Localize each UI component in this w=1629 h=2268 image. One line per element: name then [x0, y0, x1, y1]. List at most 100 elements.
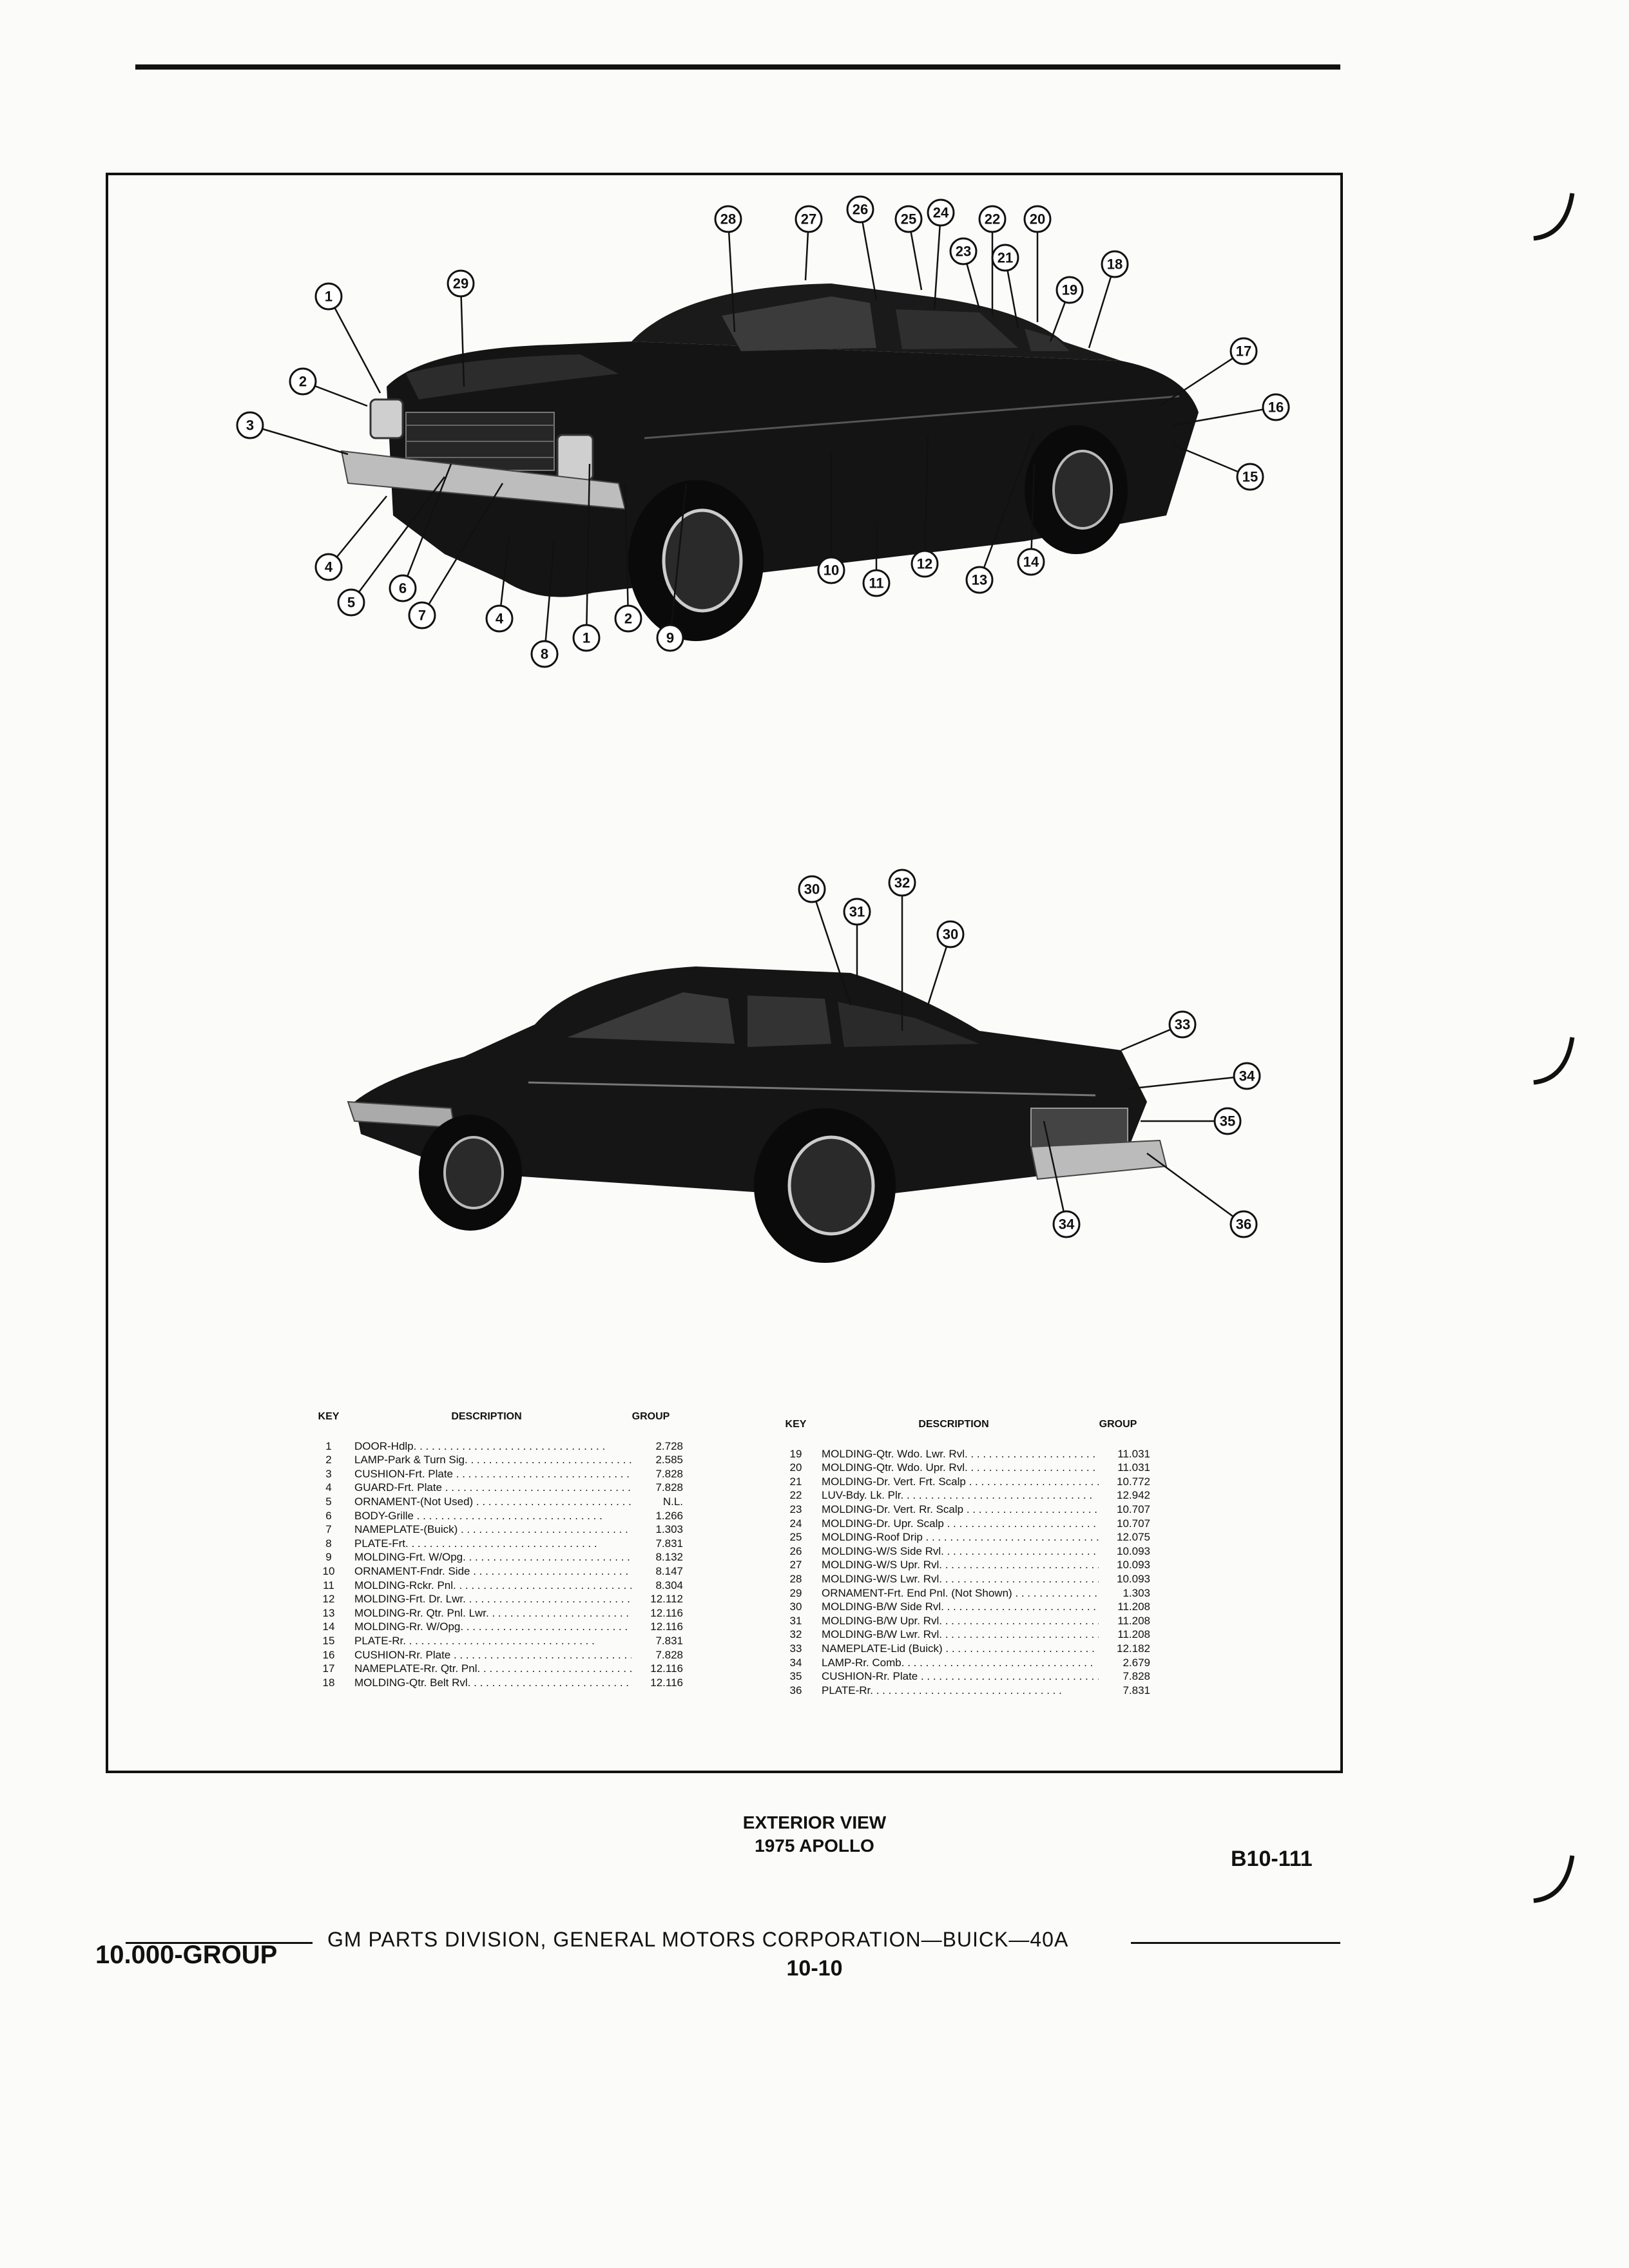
callout-badge: 11	[862, 569, 891, 597]
description-text: MOLDING-Qtr. Wdo. Upr. Rvl.	[822, 1461, 1099, 1474]
part-description: NAMEPLATE-(Buick)	[348, 1523, 631, 1537]
description-text: MOLDING-B/W Upr. Rvl.	[822, 1615, 1099, 1627]
part-key: 18	[322, 1676, 335, 1689]
callout-circle	[1168, 1010, 1197, 1039]
callout-badge: 29	[447, 269, 475, 298]
callout-number: 33	[1175, 1017, 1190, 1033]
description-text: MOLDING-Roof Drip	[822, 1531, 1099, 1543]
part-description: MOLDING-Frt. W/Opg.	[348, 1550, 631, 1564]
part-description: CUSHION-Rr. Plate	[815, 1669, 1099, 1684]
part-group: 8.132	[655, 1551, 683, 1564]
description-text: CUSHION-Frt. Plate	[354, 1468, 631, 1480]
part-group: 11.031	[1117, 1447, 1150, 1460]
description-text: LUV-Bdy. Lk. Plr.	[822, 1489, 1092, 1501]
part-description: MOLDING-Dr. Vert. Rr. Scalp	[815, 1503, 1099, 1517]
callout-circle	[236, 411, 264, 439]
callout-badge: 28	[714, 205, 742, 233]
callout-number: 18	[1107, 256, 1123, 273]
part-description: DOOR-Hdlp.	[348, 1439, 631, 1454]
part-group: 10.707	[1117, 1517, 1150, 1530]
callout-leader-line	[669, 483, 688, 639]
part-group: 10.093	[1117, 1544, 1150, 1557]
footer-corporation: GM PARTS DIVISION, GENERAL MOTORS CORPOR…	[327, 1928, 1069, 1951]
part-key: 13	[322, 1606, 335, 1619]
callout-circle	[1055, 276, 1084, 304]
description-text: MOLDING-Dr. Upr. Scalp	[822, 1517, 1099, 1530]
callout-circle	[1233, 1062, 1261, 1090]
part-key: 19	[789, 1447, 802, 1460]
car-front-body	[340, 284, 1199, 641]
part-key: 8	[325, 1537, 332, 1550]
callout-circle	[1101, 250, 1129, 278]
part-group: N.L.	[662, 1495, 683, 1508]
callout-badge: 10	[817, 556, 845, 584]
part-key: 12	[322, 1593, 335, 1606]
part-description: PLATE-Rr.	[815, 1684, 1099, 1698]
part-group: 10.707	[1117, 1503, 1150, 1515]
callout-badge: 9	[656, 624, 684, 652]
part-description: CUSHION-Rr. Plate	[348, 1648, 631, 1662]
description-text: NAMEPLATE-Lid (Buick)	[822, 1642, 1099, 1655]
callout-leader-line	[1146, 1152, 1244, 1225]
callout-number: 14	[1023, 554, 1039, 570]
binder-mark-middle	[1533, 1037, 1575, 1085]
description-text: CUSHION-Rr. Plate	[822, 1670, 1099, 1682]
part-description: LUV-Bdy. Lk. Plr.	[815, 1488, 1099, 1503]
callout-leader-line	[859, 209, 878, 300]
callout-circle	[337, 588, 365, 617]
part-key: 17	[322, 1662, 335, 1675]
callout-badge: 2	[289, 367, 317, 396]
callout-leader-line	[933, 212, 942, 310]
callout-number: 32	[894, 875, 910, 891]
part-description: MOLDING-B/W Upr. Rvl.	[815, 1614, 1099, 1628]
part-key: 3	[325, 1467, 332, 1480]
callout-number: 9	[666, 630, 674, 646]
description-text: MOLDING-W/S Side Rvl.	[822, 1545, 1099, 1557]
part-key: 15	[322, 1634, 335, 1647]
callout-badge: 8	[530, 640, 559, 668]
callout-number: 15	[1242, 469, 1258, 485]
callout-leader-line	[328, 495, 387, 568]
part-description: MOLDING-Rr. Qtr. Pnl. Lwr.	[348, 1606, 631, 1620]
part-group: 7.831	[655, 1634, 683, 1647]
callout-badge: 32	[888, 869, 916, 897]
callout-number: 24	[933, 205, 949, 221]
part-key: 30	[789, 1600, 802, 1613]
page-number: 10-10	[786, 1956, 843, 1981]
callout-circle	[1229, 1210, 1258, 1238]
part-description: ORNAMENT-Frt. End Pnl. (Not Shown)	[815, 1586, 1099, 1600]
part-description: NAMEPLATE-Rr. Qtr. Pnl.	[348, 1662, 631, 1676]
callout-badge: 12	[911, 550, 939, 578]
callout-number: 29	[453, 276, 468, 292]
group-header: GROUP	[1099, 1419, 1137, 1430]
part-group: 12.116	[650, 1662, 683, 1675]
key-header: KEY	[318, 1411, 340, 1422]
part-group: 12.116	[650, 1620, 683, 1633]
callout-number: 17	[1236, 343, 1251, 360]
part-group: 7.828	[655, 1481, 683, 1494]
callout-number: 22	[985, 211, 1000, 227]
callout-circle	[798, 875, 826, 903]
callout-badge: 7	[408, 601, 436, 629]
part-description: MOLDING-W/S Lwr. Rvl.	[815, 1572, 1099, 1586]
table-header: KEY DESCRIPTION GROUP	[309, 1410, 683, 1424]
description-header: DESCRIPTION	[918, 1419, 989, 1430]
callout-number: 26	[853, 202, 868, 218]
part-group: 11.208	[1117, 1628, 1150, 1641]
callout-badge: 36	[1229, 1210, 1258, 1238]
parts-table-left: KEY DESCRIPTION GROUP 1DOOR-Hdlp.2.7282L…	[309, 1410, 683, 1689]
part-key: 25	[789, 1531, 802, 1544]
description-text: ORNAMENT-Frt. End Pnl. (Not Shown)	[822, 1587, 1099, 1599]
